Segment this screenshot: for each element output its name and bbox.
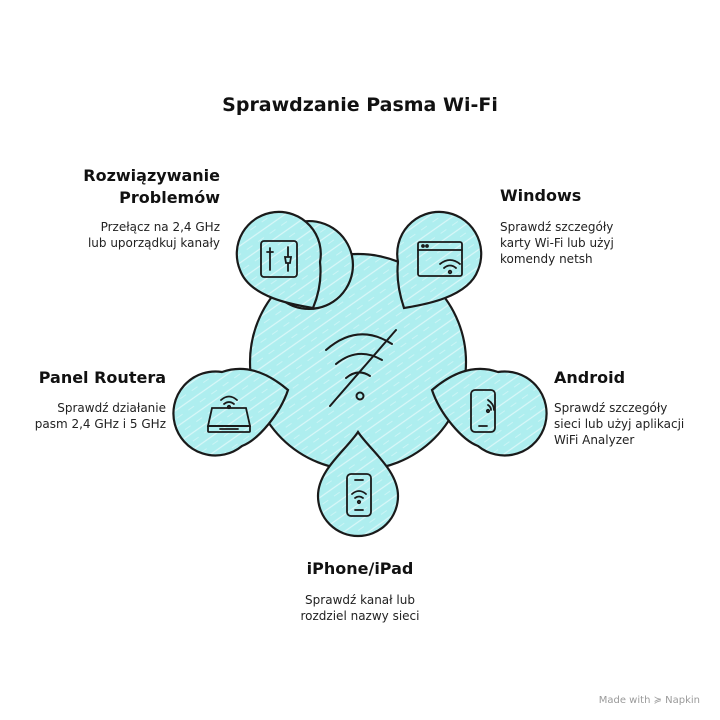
smartphone-wifi-icon — [346, 473, 372, 517]
router-text: Sprawdź działanie pasm 2,4 GHz i 5 GHz — [34, 401, 166, 431]
node-windows — [396, 210, 483, 310]
iphone-heading: iPhone/iPad — [306, 559, 414, 578]
node-iphone — [316, 430, 400, 538]
phone-wifi-icon — [470, 389, 496, 433]
windows-text: Sprawdź szczegóły karty Wi-Fi lub użyj k… — [500, 220, 614, 266]
wifi-off-icon — [325, 329, 397, 407]
troubleshooting-heading: Rozwiązywanie Problemów — [83, 166, 220, 207]
tools-icon — [260, 240, 298, 278]
router-icon — [206, 395, 252, 433]
iphone-text: Sprawdź kanał lub rozdziel nazwy sieci — [300, 593, 420, 623]
browser-wifi-icon — [417, 241, 463, 277]
footer-credit: Made with ≽ Napkin — [598, 695, 700, 706]
troubleshooting-text: Przełącz na 2,4 GHz lub uporządkuj kanał… — [87, 220, 220, 250]
android-heading: Android — [554, 368, 626, 387]
windows-heading: Windows — [500, 186, 582, 205]
node-troubleshooting — [235, 210, 355, 310]
android-text: Sprawdź szczegóły sieci lub użyj aplikac… — [554, 401, 685, 447]
router-heading: Panel Routera — [38, 368, 166, 387]
diagram-title: Sprawdzanie Pasma Wi-Fi — [222, 94, 498, 116]
node-router — [172, 367, 290, 457]
node-android — [430, 367, 548, 457]
